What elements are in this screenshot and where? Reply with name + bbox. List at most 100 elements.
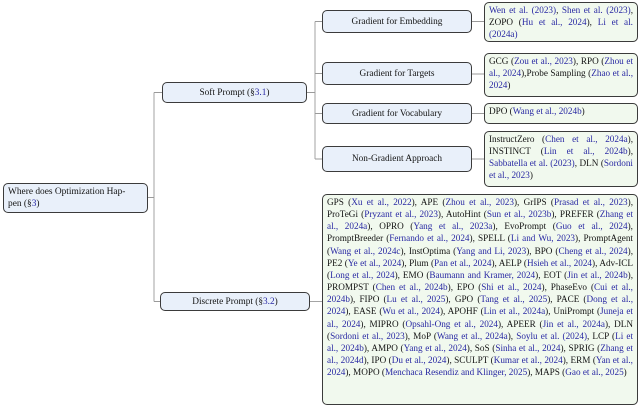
citation-link[interactable]: Tang et al., 2025 [480,294,548,305]
citation-link[interactable]: Baumann and Kramer, 2024 [429,269,536,280]
section-link[interactable]: 3 [31,199,37,210]
citation-link[interactable]: Cheng et al., 2024 [558,245,628,256]
citation-link[interactable]: Zhang et al., 2024a [327,209,634,232]
citation-link[interactable]: Opsahl-Ong et al., 2024 [405,318,498,329]
text-segment: ), PE2 ( [327,245,633,268]
citation-link[interactable]: Jin et al., 2024b [567,269,628,280]
citation-link[interactable]: Hsieh et al., 2024 [526,257,593,268]
text-segment: ), IPO ( [363,355,392,366]
text-segment: ), MOPO ( [345,367,385,378]
citation-link[interactable]: Wang et al., 2024a [436,330,508,341]
gradient-embedding-node: Gradient for Embedding [322,10,472,33]
text-segment: ), [627,146,633,157]
section-link[interactable]: 3.2 [263,296,275,307]
section-link[interactable]: 3.1 [254,87,267,98]
text-segment: ), BPO ( [526,245,559,256]
text-segment: ), APE ( [411,197,446,207]
citation-link[interactable]: Wang et al., 2024c [330,245,401,256]
citation-link[interactable]: Yang et al., 2024 [403,342,467,353]
citation-link[interactable]: Yan et al., 2024 [327,355,633,378]
citation-link[interactable]: Juneja et al., 2024 [327,306,633,329]
citation-link[interactable]: Sordoni et al., 2023 [330,330,405,341]
citation-link[interactable]: Shi et al., 2024 [481,282,542,293]
citation-link[interactable]: Gao et al., 2025 [565,367,624,378]
text-segment: ) [529,170,533,181]
text-segment: ), SoS ( [466,342,496,353]
citation-link[interactable]: Chen et al., 2024a [545,134,628,144]
citation-link[interactable]: Sordoni et al., 2023 [489,158,633,181]
text-segment: ), FIPO ( [349,294,387,305]
text-segment: ), ProTeGi ( [327,197,633,220]
citation-link[interactable]: Pryzant et al., 2023 [364,209,438,220]
citation-link[interactable]: Guo et al., 2024 [555,221,628,232]
text-segment: , [556,5,562,15]
citation-link[interactable]: Xu et al., 2022 [351,197,412,207]
citation-link[interactable]: Ye et al., 2024 [347,257,402,268]
citation-link[interactable]: Soylu et al. (2024) [516,330,588,341]
text-segment: DPO ( [489,106,513,116]
text-segment: ) [274,296,278,307]
citation-link[interactable]: Fernando et al., 2024 [389,233,470,244]
citation-link[interactable]: Prasad et al., 2023 [554,197,628,207]
text-segment: ), GrIPS ( [514,197,554,207]
soft-prompt-branch-node: Soft Prompt (§3.1) [162,82,307,103]
text-segment: ), Plum ( [401,257,435,268]
text-segment: , ZOPO ( [489,5,633,28]
text-segment: ), PromptBreeder ( [327,221,633,244]
citation-link[interactable]: Wang et al., 2024b [512,106,582,116]
citation-link[interactable]: Zou et al., 2023 [514,56,573,66]
citation-link[interactable]: Zhou et al., 2023 [445,197,514,207]
non-gradient-approach-node: Non-Gradient Approach [322,146,472,172]
text-segment: ), Adv-ICL ( [327,257,634,280]
citation-link[interactable]: Kumar et al., 2024 [493,355,563,366]
vocabulary-references-leaf: DPO (Wang et al., 2024b) [484,103,638,124]
citation-link[interactable]: Li and Wu, 2023 [510,233,576,244]
citation-link[interactable]: Zhou et al., 2024 [489,56,633,79]
citation-link[interactable]: Chen et al., 2024b [375,282,448,293]
discrete-references-leaf: GPS (Xu et al., 2022), APE (Zhou et al.,… [322,194,638,405]
citation-link[interactable]: Lin et al., 2024b [543,146,628,157]
text-segment: ) [266,87,270,98]
citation-link[interactable]: Sabbatella et al. (2023) [489,158,575,169]
citation-link[interactable]: Cui et al., 2024b [327,282,633,305]
text-segment: , DLN ( [574,158,604,169]
citation-link[interactable]: Wen et al. (2023) [489,5,557,15]
citation-link[interactable]: Wu et al., 2024 [382,306,440,317]
citation-link[interactable]: Shen et al. (2023) [561,5,631,15]
text-segment: ), MAPS ( [527,367,566,378]
citation-link[interactable]: Sinha et al., 2024 [495,342,561,353]
text-segment: pen (§ [8,199,32,210]
text-segment: ), EOT ( [535,269,568,280]
citation-link[interactable]: Pan et al., 2024 [434,257,492,268]
citation-link[interactable]: Jin et al., 2024a [542,318,605,329]
text-segment: ) [623,367,627,378]
citation-link[interactable]: Hu et al., 2024 [521,17,587,28]
text-segment: ), UniPrompt ( [545,306,601,317]
text-segment: ), PREFER ( [551,209,600,220]
citation-link[interactable]: Zhao et al., 2024 [489,68,633,91]
text-segment: ), APEER ( [497,318,543,329]
citation-link[interactable]: Zhang et al., 2024d [327,342,633,366]
citation-link[interactable]: Yang and Li, 2023 [456,245,527,256]
citation-link[interactable]: Du et al., 2024 [391,355,447,366]
text-segment: ), SPRIG ( [560,342,601,353]
citation-link[interactable]: Li et al., 2024b [327,330,634,353]
citation-link[interactable]: Li et al. (2024a) [489,17,633,40]
text-segment: ), AutoHint ( [437,209,487,220]
citation-link[interactable]: Lu et al., 2025 [386,294,446,305]
citation-link[interactable]: Yang et al., 2023a [413,221,493,232]
text-segment: ),Probe Sampling ( [521,68,592,79]
text-segment: ), EASE ( [345,306,383,317]
citation-link[interactable]: Lin et al., 2024a [483,306,546,317]
citation-link[interactable]: Dong et al., 2024 [327,294,634,317]
text-segment: Soft Prompt (§ [199,87,255,98]
citation-link[interactable]: Sun et al., 2023b [486,209,552,220]
text-segment: ), MoP ( [404,330,437,341]
citation-link[interactable]: Menchaca Resendiz and Klinger, 2025 [384,367,528,378]
text-segment: GCG ( [489,56,515,66]
text-segment: ), PROMPST ( [327,269,634,293]
citation-link[interactable]: Long et al., 2024 [330,269,395,280]
discrete-prompt-branch-node: Discrete Prompt (§3.2) [160,292,310,311]
text-segment: GPS ( [327,197,352,207]
